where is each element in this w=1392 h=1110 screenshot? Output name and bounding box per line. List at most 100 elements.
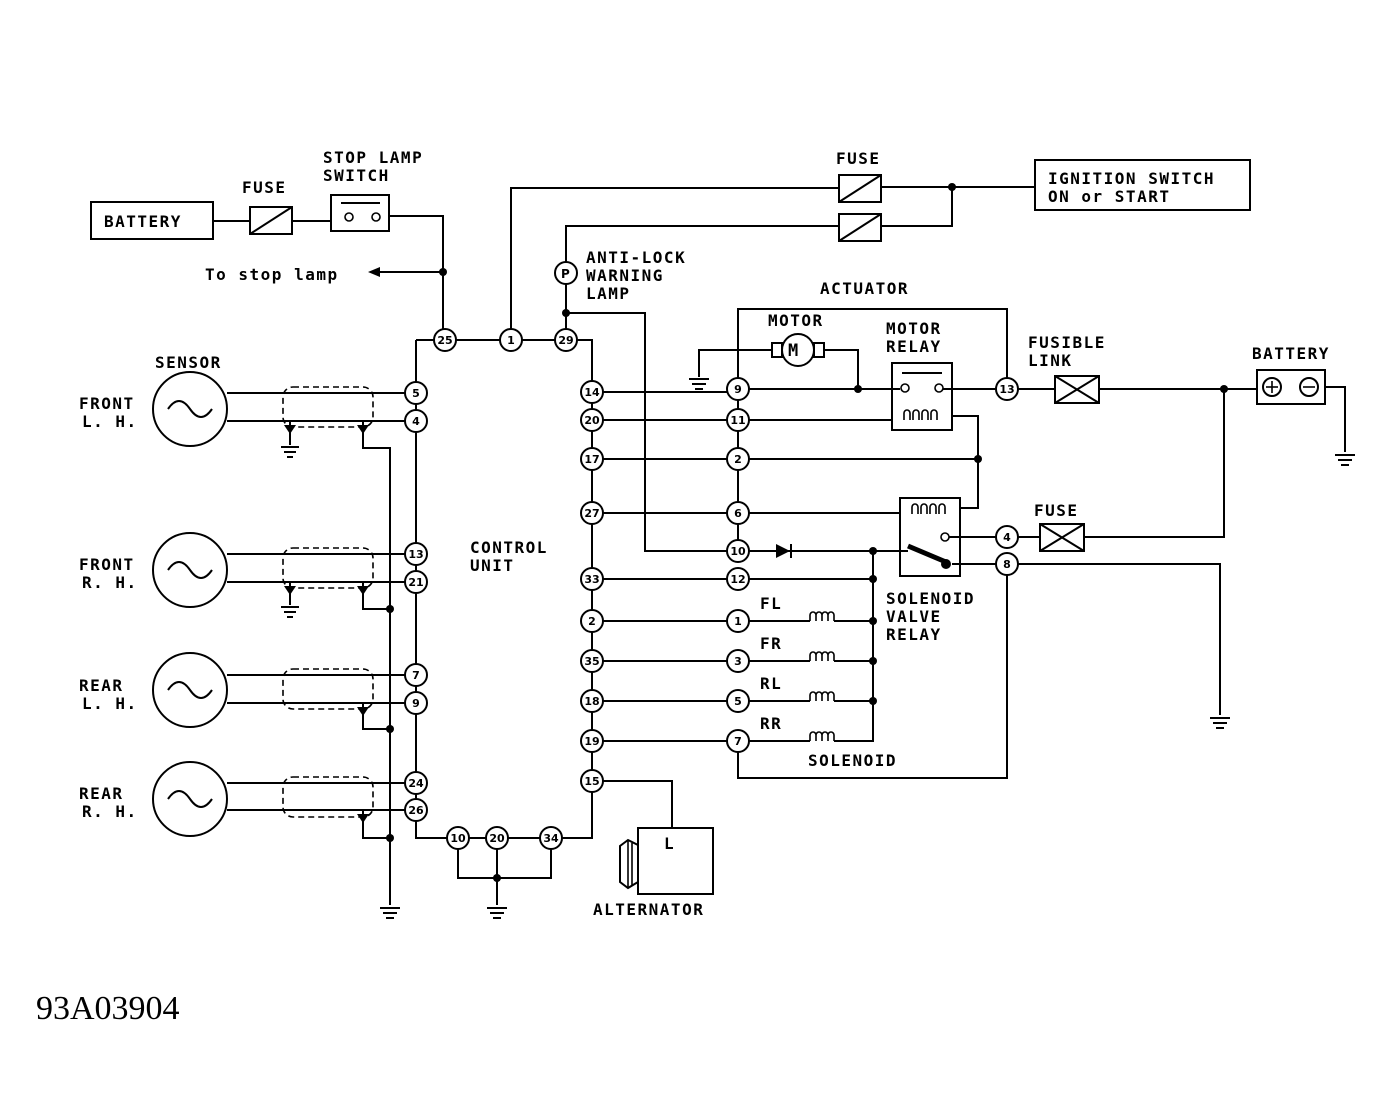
svg-text:3: 3 — [734, 655, 742, 668]
stop-lamp-switch-label-2: SWITCH — [323, 166, 390, 185]
motor-relay-label-2: RELAY — [886, 337, 942, 356]
battery-right: BATTERY — [1252, 344, 1330, 405]
fuse-top-1 — [838, 174, 882, 203]
svg-text:25: 25 — [437, 334, 452, 347]
alternator-terminal-label: L — [664, 834, 675, 853]
svg-text:35: 35 — [584, 655, 599, 668]
battery-left-box: BATTERY — [90, 201, 214, 240]
svg-text:6: 6 — [734, 507, 742, 520]
fusible-link: FUSIBLE LINK — [1028, 333, 1106, 404]
svg-text:14: 14 — [584, 386, 600, 399]
sensor-rear-lh: REAR L. H. — [79, 652, 228, 728]
warning-lamp-label-2: WARNING — [586, 266, 664, 285]
control-unit-label-2: UNIT — [470, 556, 515, 575]
alternator: L ALTERNATOR — [593, 827, 714, 919]
svg-text:13: 13 — [408, 548, 423, 561]
alternator-label: ALTERNATOR — [593, 900, 704, 919]
figure-code: 93A03904 — [36, 990, 180, 1027]
svg-text:10: 10 — [730, 545, 746, 558]
sensor-label: SENSOR — [155, 353, 222, 372]
svg-text:34: 34 — [543, 832, 559, 845]
ground-motor — [689, 378, 709, 390]
stop-lamp-switch: STOP LAMP SWITCH — [323, 148, 423, 232]
svg-text:R. H.: R. H. — [82, 802, 138, 821]
ignition-label-1: IGNITION SWITCH — [1048, 169, 1215, 188]
control-unit-label-1: CONTROL — [470, 538, 548, 557]
fuse-top-2 — [838, 213, 882, 242]
svg-text:19: 19 — [584, 735, 599, 748]
battery-right-label: BATTERY — [1252, 344, 1330, 363]
svg-text:L. H.: L. H. — [82, 694, 138, 713]
sensor-front-lh: FRONT L. H. — [79, 371, 228, 447]
svg-text:24: 24 — [408, 777, 424, 790]
ground-battery — [1335, 454, 1355, 466]
control-unit: CONTROL UNIT — [415, 339, 593, 839]
svg-text:18: 18 — [584, 695, 599, 708]
solenoid-coils: FL FR RL RR SOLENOID — [749, 594, 896, 770]
fuse-left: FUSE — [242, 178, 293, 235]
svg-text:20: 20 — [489, 832, 505, 845]
motor-relay-label-1: MOTOR — [886, 319, 942, 338]
warning-lamp-label-3: LAMP — [586, 284, 631, 303]
warning-lamp-label-1: ANTI-LOCK — [586, 248, 686, 267]
warning-lamp: P ANTI-LOCK WARNING LAMP — [554, 248, 686, 303]
actuator-pins: 9 11 2 6 10 12 1 3 5 7 13 4 8 — [726, 377, 1019, 753]
motor: M MOTOR — [768, 311, 825, 367]
stop-lamp-switch-label-1: STOP LAMP — [323, 148, 423, 167]
solenoid-rr-label: RR — [760, 714, 782, 733]
cu-pins: 25 1 29 5 4 13 21 7 9 24 26 14 20 17 27 … — [404, 328, 604, 850]
svg-text:27: 27 — [584, 507, 599, 520]
svg-text:1: 1 — [734, 615, 742, 628]
sensor-front-rh: FRONT R. H. — [79, 532, 228, 608]
svg-text:7: 7 — [412, 669, 420, 682]
svg-text:5: 5 — [734, 695, 742, 708]
solenoid-fr-label: FR — [760, 634, 782, 653]
svg-text:8: 8 — [1003, 558, 1011, 571]
fuse-right: FUSE — [1034, 501, 1085, 552]
fuse-top-label: FUSE — [836, 149, 881, 168]
svg-text:17: 17 — [584, 453, 599, 466]
motor-relay: MOTOR RELAY — [886, 319, 953, 431]
svg-text:2: 2 — [588, 615, 596, 628]
ground-relay — [1210, 717, 1230, 729]
solenoid-valve-relay-label-1: SOLENOID — [886, 589, 975, 608]
to-stop-lamp-label: To stop lamp — [205, 265, 339, 284]
svg-text:M: M — [788, 341, 800, 361]
solenoid-valve-relay: SOLENOID VALVE RELAY — [886, 497, 975, 644]
solenoid-valve-relay-label-3: RELAY — [886, 625, 942, 644]
svg-text:FRONT: FRONT — [79, 394, 135, 413]
battery-left-label: BATTERY — [104, 212, 182, 231]
svg-text:2: 2 — [734, 453, 742, 466]
ground-cu — [487, 907, 507, 919]
diode — [776, 544, 792, 558]
svg-text:4: 4 — [412, 415, 420, 428]
fusible-link-label-1: FUSIBLE — [1028, 333, 1106, 352]
svg-text:10: 10 — [450, 832, 466, 845]
svg-text:5: 5 — [412, 387, 420, 400]
svg-text:15: 15 — [584, 775, 599, 788]
svg-text:26: 26 — [408, 804, 424, 817]
svg-text:33: 33 — [584, 573, 599, 586]
svg-text:L. H.: L. H. — [82, 412, 138, 431]
sensor-rear-rh: REAR R. H. — [79, 761, 228, 837]
svg-text:11: 11 — [730, 414, 745, 427]
svg-text:29: 29 — [558, 334, 573, 347]
ignition-switch-box: IGNITION SWITCH ON or START — [1034, 159, 1251, 211]
solenoid-valve-relay-label-2: VALVE — [886, 607, 942, 626]
svg-text:REAR: REAR — [79, 784, 124, 803]
svg-text:21: 21 — [408, 576, 423, 589]
svg-text:13: 13 — [999, 383, 1014, 396]
actuator-label: ACTUATOR — [820, 279, 909, 298]
svg-text:REAR: REAR — [79, 676, 124, 695]
svg-text:7: 7 — [734, 735, 742, 748]
svg-text:R. H.: R. H. — [82, 573, 138, 592]
fuse-left-label: FUSE — [242, 178, 287, 197]
svg-text:1: 1 — [507, 334, 515, 347]
motor-label: MOTOR — [768, 311, 824, 330]
solenoid-rl-label: RL — [760, 674, 782, 693]
ground-sensors — [380, 907, 400, 919]
solenoid-fl-label: FL — [760, 594, 782, 613]
svg-text:9: 9 — [412, 697, 420, 710]
svg-text:FRONT: FRONT — [79, 555, 135, 574]
